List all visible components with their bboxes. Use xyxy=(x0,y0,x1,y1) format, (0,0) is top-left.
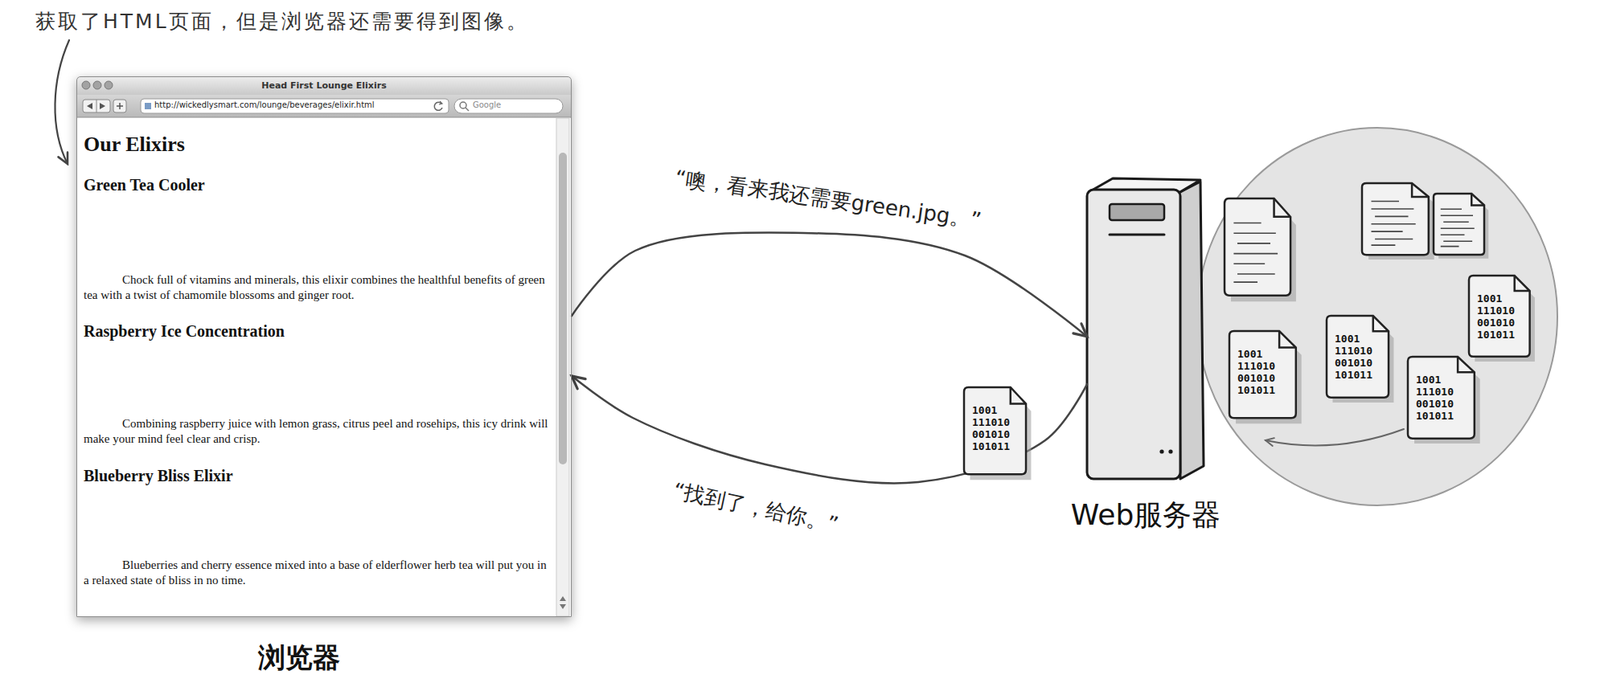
browser-chrome xyxy=(116,102,124,110)
text-file-icon xyxy=(1362,183,1435,260)
text-file-icon xyxy=(1233,222,1278,283)
server-tower xyxy=(1178,181,1204,480)
binary-digits: 1001 111010 001010 101011 xyxy=(1237,348,1278,398)
file-store-bubble xyxy=(1197,127,1558,506)
server-tower xyxy=(1109,204,1165,221)
binary-digits: 1001 111010 001010 101011 xyxy=(1334,333,1375,382)
browser-chrome xyxy=(76,76,572,618)
binary-digits: 1001 111010 001010 101011 xyxy=(1415,374,1457,423)
binary-digits: 1001 111010 001010 101011 xyxy=(972,405,1013,454)
browser-chrome xyxy=(99,102,106,110)
item-heading: Blueberry Bliss Elixir xyxy=(83,467,234,486)
item-description: Blueberries and cherry essence mixed int… xyxy=(83,557,549,589)
server-tower xyxy=(1087,178,1204,480)
browser-chrome xyxy=(82,81,91,90)
search-placeholder: Google xyxy=(472,100,501,110)
binary-file-icon xyxy=(1229,331,1302,424)
browser-chrome xyxy=(438,101,443,105)
server-tower xyxy=(1168,449,1173,454)
browser-chrome xyxy=(93,81,102,90)
browser-chrome xyxy=(77,94,571,118)
binary-file-icon xyxy=(1468,275,1535,362)
browser-chrome xyxy=(86,102,93,110)
binary-file-icon xyxy=(1326,315,1394,403)
caption-text: 获取了HTML页面，但是浏览器还需要得到图像。 xyxy=(35,8,530,35)
fetch-arrow xyxy=(1265,429,1404,446)
browser-chrome xyxy=(144,102,152,110)
binary-file-icon xyxy=(1229,331,1302,424)
text-file-icon xyxy=(1433,193,1489,259)
window-title: Head First Lounge Elixirs xyxy=(77,80,571,91)
text-file-icon xyxy=(1362,183,1435,260)
item-heading: Raspberry Ice Concentration xyxy=(83,322,285,341)
browser-chrome xyxy=(454,98,563,114)
sent-binary-file-icon xyxy=(964,387,1031,480)
browser-chrome xyxy=(82,99,111,113)
browser-caption: 浏览器 xyxy=(258,640,341,677)
binary-file-icon xyxy=(1407,356,1481,444)
text-file-icon xyxy=(1224,198,1297,302)
browser-chrome xyxy=(113,99,127,113)
browser-chrome xyxy=(465,107,469,111)
binary-file-icon xyxy=(1326,315,1394,403)
browser-chrome xyxy=(559,596,567,602)
browser-chrome xyxy=(558,152,567,465)
sent-binary-file-icon xyxy=(964,387,1031,480)
browser-chrome xyxy=(559,604,567,610)
server-tower xyxy=(1159,449,1164,454)
web-page-area: Our ElixirsGreen Tea CoolerChock full of… xyxy=(82,118,552,615)
text-file-icon xyxy=(1433,193,1489,259)
browser-chrome xyxy=(104,81,113,90)
browser-window: Head First Lounge Elixirs浏览器Our ElixirsG… xyxy=(76,76,572,618)
item-description: Chock full of vitamins and minerals, thi… xyxy=(83,272,549,304)
url-text: http://wickedlysmart.com/lounge/beverage… xyxy=(154,100,375,110)
browser-chrome xyxy=(96,99,98,113)
caption-arrow xyxy=(54,40,70,165)
text-file-icon xyxy=(1440,209,1475,247)
item-heading: Green Tea Cooler xyxy=(83,176,206,195)
server-tower xyxy=(1109,233,1165,237)
web-server: Web服务器 xyxy=(1087,178,1205,480)
text-file-icon xyxy=(1224,198,1297,302)
server-caption: Web服务器 xyxy=(1070,496,1222,536)
page-heading: Our Elixirs xyxy=(83,132,185,157)
reply-speech: “找到了，给你。” xyxy=(667,474,845,542)
browser-chrome xyxy=(140,98,449,114)
binary-file-icon xyxy=(1407,356,1481,444)
text-file-icon xyxy=(1371,201,1416,247)
connector-arrow xyxy=(571,232,1088,337)
server-tower xyxy=(1087,189,1181,480)
browser-chrome xyxy=(556,118,570,617)
browser-chrome xyxy=(77,117,571,119)
browser-chrome xyxy=(459,102,467,109)
connector-arrow xyxy=(571,376,1088,485)
browser-chrome xyxy=(76,76,572,618)
binary-digits: 1001 111010 001010 101011 xyxy=(1476,293,1518,342)
binary-file-icon xyxy=(1468,275,1535,362)
item-description: Combining raspberry juice with lemon gra… xyxy=(83,416,549,448)
browser-chrome xyxy=(77,77,571,95)
request-speech: “噢，看来我还需要green.jpg。” xyxy=(669,161,987,237)
